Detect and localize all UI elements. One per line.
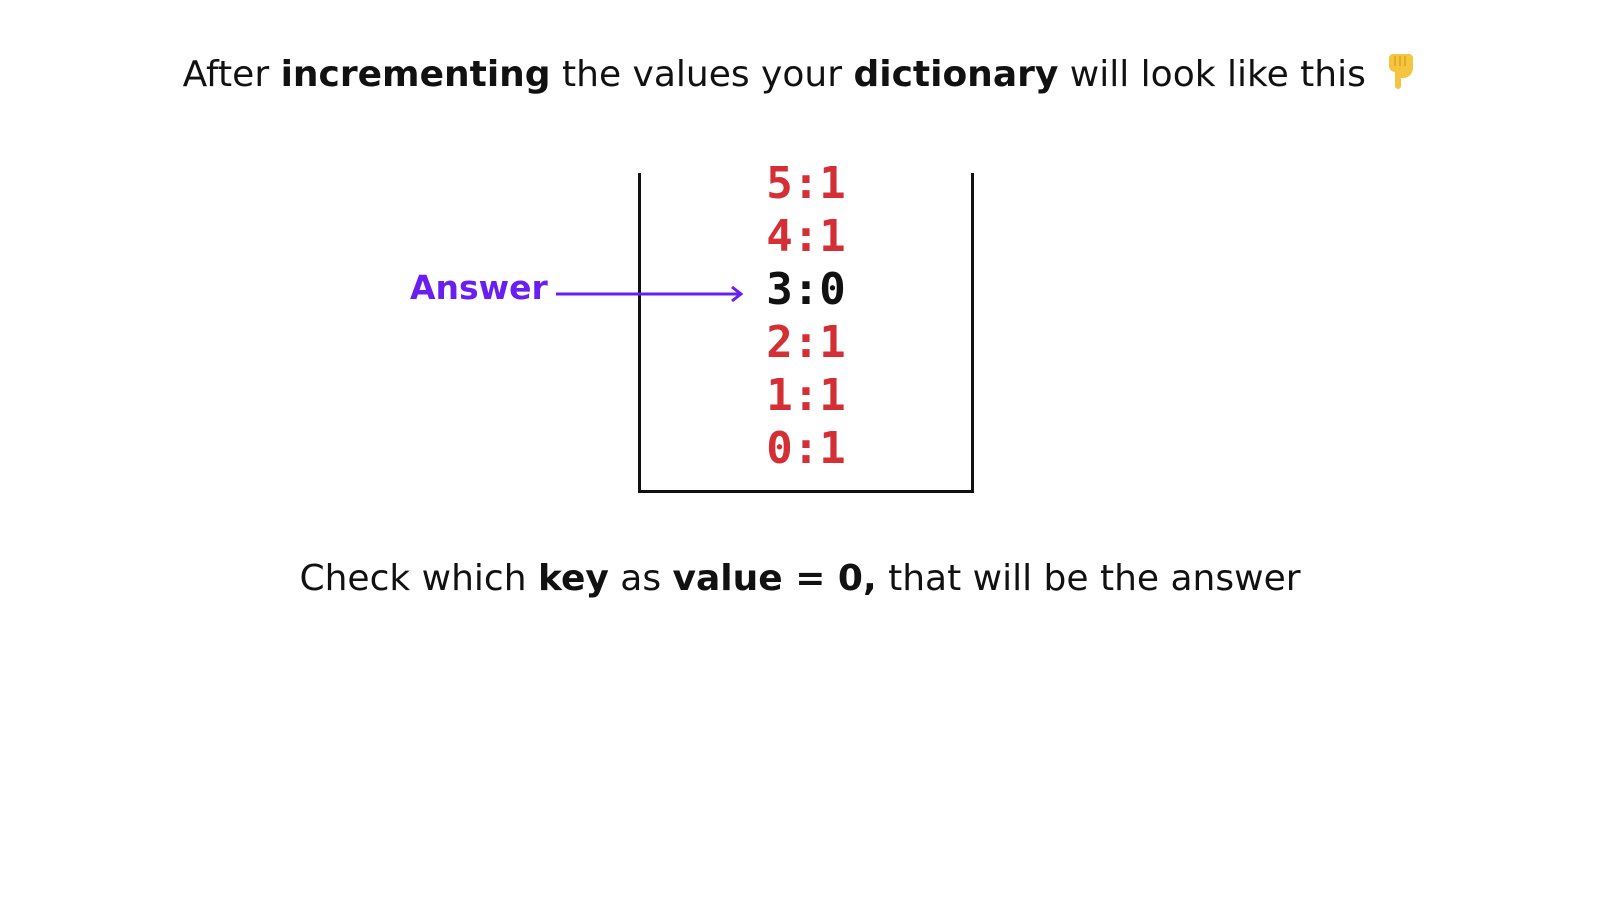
heading-text-3: will look like this: [1058, 54, 1366, 95]
footer-text-3: that will be the answer: [876, 558, 1301, 599]
footer-bold-value: value = 0,: [672, 558, 877, 599]
dictionary-entry: 2:1: [766, 317, 846, 368]
answer-label: Answer: [410, 268, 548, 307]
footer-bold-key: key: [537, 558, 609, 599]
pointing-down-hand-icon: [1383, 50, 1417, 99]
container-right-wall: [971, 173, 974, 493]
heading-text-1: After: [182, 54, 281, 95]
dictionary-entry: 4:1: [766, 211, 846, 262]
heading-bold-incrementing: incrementing: [280, 54, 551, 95]
dictionary-entry: 0:1: [766, 423, 846, 474]
footer-caption: Check which key as value = 0, that will …: [0, 558, 1600, 599]
dictionary-entry: 3:0: [766, 264, 846, 315]
footer-text-1: Check which: [299, 558, 538, 599]
dictionary-entry: 5:1: [766, 158, 846, 209]
heading: After incrementing the values your dicti…: [0, 50, 1600, 99]
answer-arrow-icon: [556, 285, 744, 303]
dictionary-entry: 1:1: [766, 370, 846, 421]
heading-bold-dictionary: dictionary: [853, 54, 1059, 95]
container-left-wall: [638, 173, 641, 493]
heading-text-2: the values your: [550, 54, 854, 95]
footer-text-2: as: [608, 558, 673, 599]
container-floor: [638, 490, 974, 493]
